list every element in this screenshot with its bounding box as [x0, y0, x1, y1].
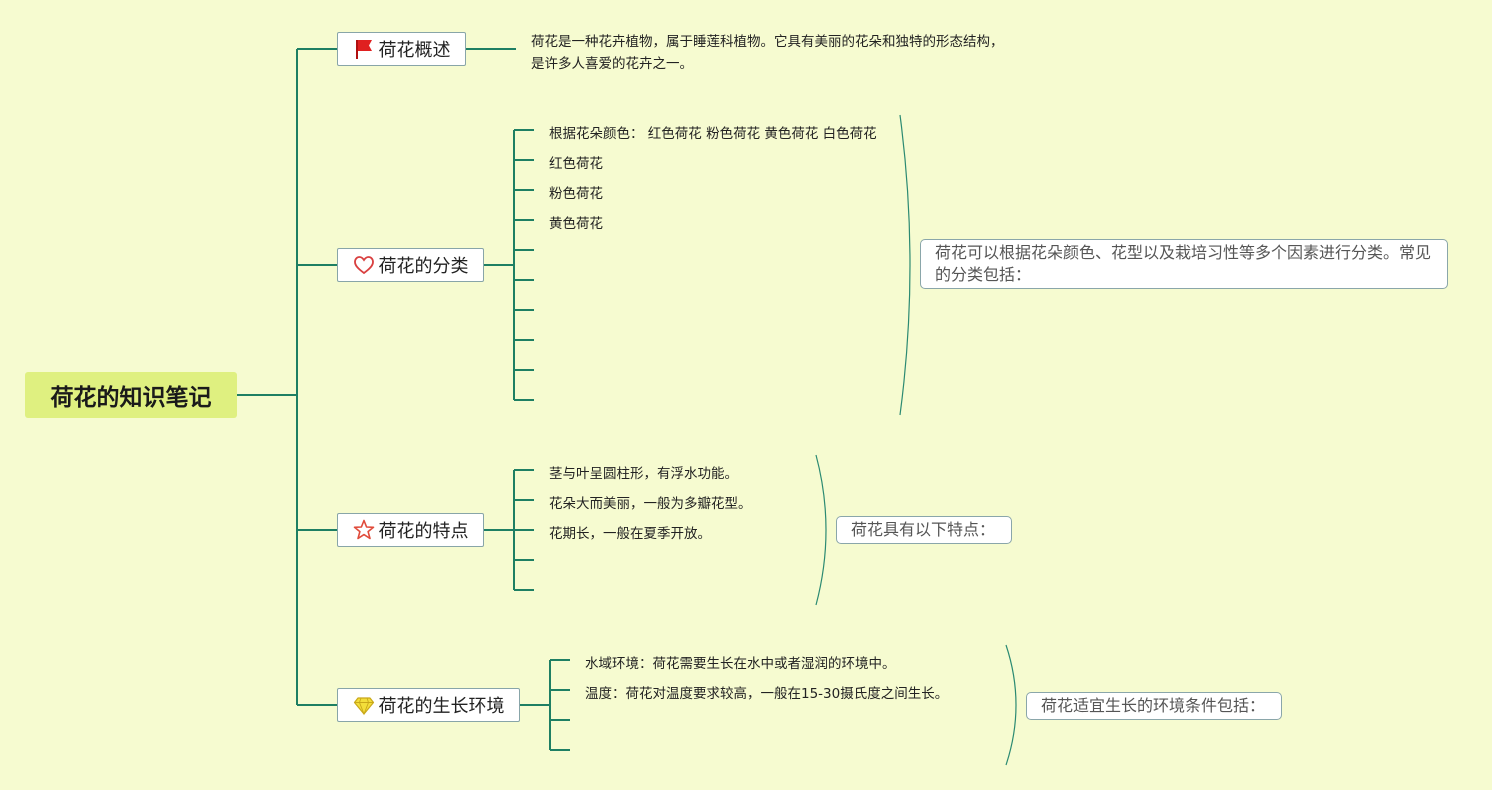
leaf-item[interactable]: 红色荷花 — [549, 156, 603, 172]
summary-line: 荷花具有以下特点： — [851, 520, 996, 539]
topic-label: 荷花的生长环境 — [378, 696, 505, 717]
leaf-item[interactable]: 黄色荷花 — [549, 216, 603, 232]
topic-environment[interactable]: 荷花的生长环境 — [337, 688, 520, 722]
topic-features[interactable]: 荷花的特点 — [337, 513, 484, 547]
summary-line: 荷花适宜生长的环境条件包括： — [1041, 696, 1266, 715]
summary-line: 荷花可以根据花朵颜色、花型以及栽培习性等多个因素进行分类。常见 — [935, 243, 1432, 262]
star-icon — [353, 519, 374, 540]
red-flag-icon — [355, 40, 372, 59]
leaf-item[interactable]: 花朵大而美丽，一般为多瓣花型。 — [549, 496, 752, 512]
leaf-item[interactable]: 水域环境：荷花需要生长在水中或者湿润的环境中。 — [585, 656, 896, 672]
diamond-icon — [353, 697, 374, 716]
leaf-item[interactable]: 根据花朵颜色： 红色荷花 粉色荷花 黄色荷花 白色荷花 — [549, 126, 877, 142]
leaf-item[interactable]: 粉色荷花 — [549, 186, 603, 202]
leaf-item[interactable]: 茎与叶呈圆柱形，有浮水功能。 — [549, 466, 738, 482]
summary-environment[interactable]: 荷花适宜生长的环境条件包括： — [1026, 692, 1282, 720]
paragraph-line: 荷花是一种花卉植物，属于睡莲科植物。它具有美丽的花朵和独特的形态结构， — [531, 34, 1004, 50]
central-topic[interactable]: 荷花的知识笔记 — [25, 372, 237, 418]
topic-overview[interactable]: 荷花概述 — [337, 32, 466, 66]
overview-paragraph[interactable]: 荷花是一种花卉植物，属于睡莲科植物。它具有美丽的花朵和独特的形态结构， 是许多人… — [531, 31, 1004, 75]
summary-line: 的分类包括： — [935, 265, 1032, 284]
summary-features[interactable]: 荷花具有以下特点： — [836, 516, 1012, 544]
topic-label: 荷花的特点 — [378, 521, 469, 542]
leaf-item[interactable]: 花期长，一般在夏季开放。 — [549, 526, 711, 542]
topic-label: 荷花的分类 — [378, 256, 469, 277]
summary-classification[interactable]: 荷花可以根据花朵颜色、花型以及栽培习性等多个因素进行分类。常见 的分类包括： — [920, 239, 1448, 289]
heart-icon — [353, 256, 374, 275]
paragraph-line: 是许多人喜爱的花卉之一。 — [531, 56, 693, 72]
leaf-item[interactable]: 温度：荷花对温度要求较高，一般在15-30摄氏度之间生长。 — [585, 686, 949, 702]
topic-label: 荷花概述 — [378, 40, 451, 61]
central-topic-label: 荷花的知识笔记 — [50, 385, 212, 411]
topic-classification[interactable]: 荷花的分类 — [337, 248, 484, 282]
